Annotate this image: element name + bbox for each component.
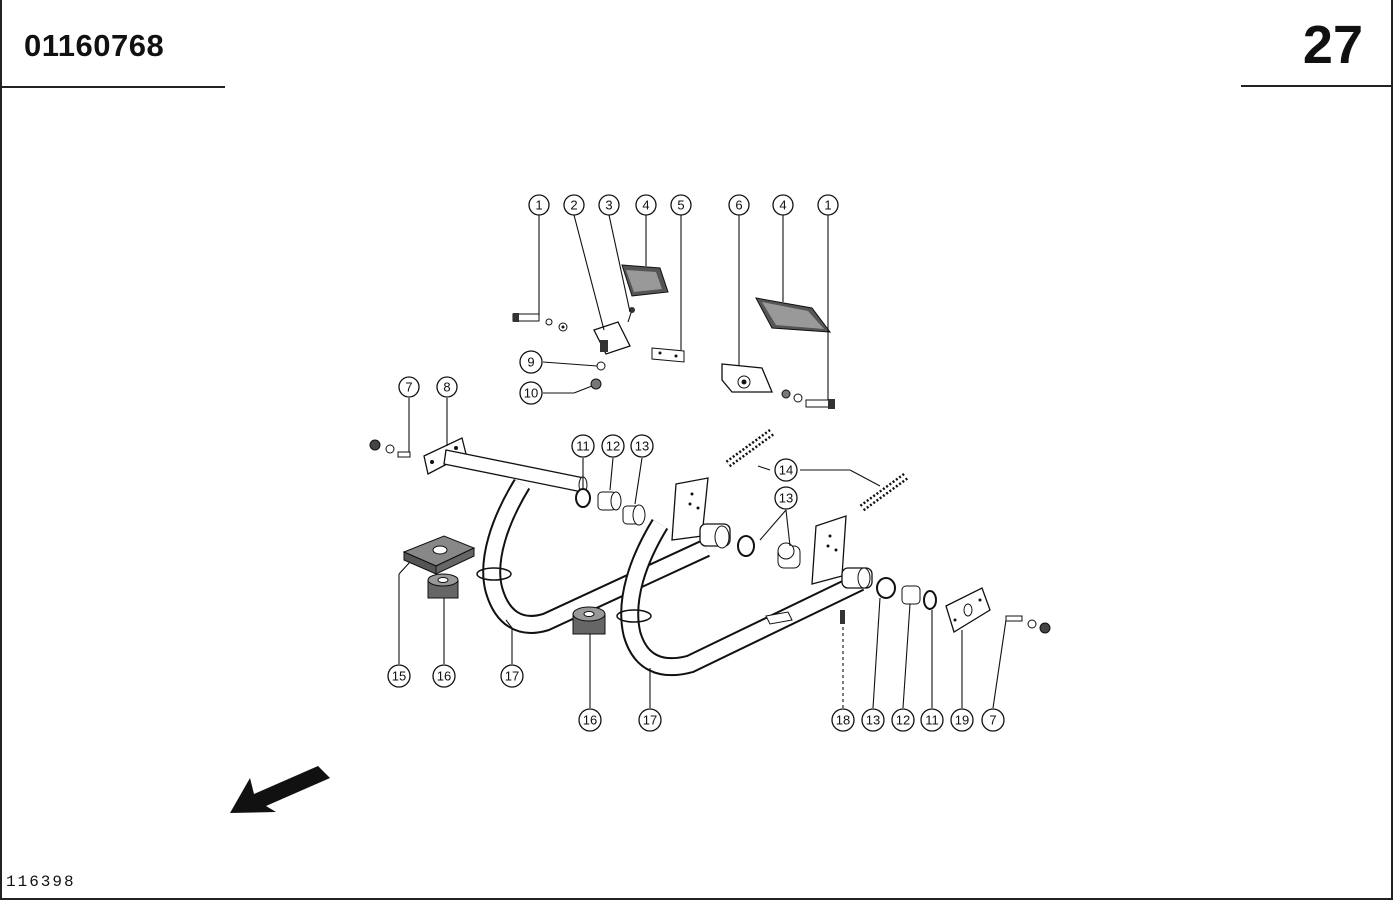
callout-12-right: 12 [891, 708, 915, 732]
svg-text:16: 16 [437, 669, 451, 684]
rubber-block-15 [402, 535, 476, 575]
svg-text:10: 10 [524, 386, 538, 401]
bearing-plate-19 [945, 587, 991, 633]
svg-text:12: 12 [896, 713, 910, 728]
svg-text:12: 12 [606, 439, 620, 454]
pedal-pad-left [621, 264, 669, 297]
svg-text:18: 18 [836, 713, 850, 728]
rubber-bumper-16-right [572, 606, 606, 635]
nut-7-right [1005, 615, 1051, 634]
svg-text:17: 17 [505, 669, 519, 684]
pedal-pad-right [755, 297, 832, 333]
callout-13-left: 13 [630, 434, 654, 458]
callout-4: 4 [635, 194, 657, 216]
svg-text:13: 13 [635, 439, 649, 454]
svg-text:7: 7 [989, 713, 996, 728]
spring-14-lower [859, 472, 909, 512]
callout-15: 15 [387, 664, 411, 688]
grease-nipple-18 [840, 610, 845, 624]
header-rule-right [1241, 85, 1393, 87]
svg-text:4: 4 [779, 198, 786, 213]
callout-10: 10 [519, 381, 543, 405]
callout-19: 19 [950, 708, 974, 732]
spring-14-upper [725, 428, 775, 468]
callout-9: 9 [519, 350, 543, 374]
svg-text:5: 5 [677, 198, 684, 213]
callout-11-left: 11 [571, 434, 595, 458]
header-rule-left [0, 86, 225, 88]
page-number: 27 [1302, 15, 1363, 75]
part-number: 01160768 [24, 28, 165, 63]
bolt-1-left [512, 313, 568, 332]
callout-18: 18 [831, 708, 855, 732]
callout-3: 3 [598, 194, 620, 216]
callout-14: 14 [774, 458, 798, 482]
rubber-bumper-16-left [427, 573, 459, 599]
svg-text:8: 8 [443, 380, 450, 395]
callout-16-right: 16 [578, 708, 602, 732]
direction-arrow-icon [230, 766, 330, 813]
leader-lines [398, 214, 1007, 709]
svg-text:11: 11 [925, 713, 939, 728]
callout-2: 2 [563, 194, 585, 216]
callout-17-right: 17 [638, 708, 662, 732]
svg-text:19: 19 [955, 713, 969, 728]
callout-13-right: 13 [861, 708, 885, 732]
callout-16-left: 16 [432, 664, 456, 688]
svg-text:9: 9 [527, 355, 534, 370]
svg-text:16: 16 [583, 713, 597, 728]
svg-text:15: 15 [392, 669, 406, 684]
bushing-13-middle [737, 535, 801, 569]
callout-12-left: 12 [601, 434, 625, 458]
pedal-arm-17-right [616, 515, 873, 677]
svg-text:1: 1 [824, 198, 831, 213]
svg-text:4: 4 [642, 198, 649, 213]
bolt-1-right [781, 389, 835, 409]
svg-text:7: 7 [405, 380, 412, 395]
bushings-11-12-13-left [575, 488, 646, 526]
callout-13-middle: 13 [774, 486, 798, 510]
washer-9 [596, 361, 606, 371]
callout-11-right: 11 [920, 708, 944, 732]
nut-7-left [369, 439, 411, 458]
svg-text:13: 13 [779, 491, 793, 506]
drawing-number: 116398 [6, 873, 76, 891]
svg-text:1: 1 [535, 198, 542, 213]
callout-4-right: 4 [772, 194, 794, 216]
callout-17-left: 17 [500, 664, 524, 688]
svg-text:14: 14 [779, 463, 793, 478]
callout-1: 1 [528, 194, 550, 216]
screw-3 [627, 307, 635, 323]
svg-text:3: 3 [605, 198, 612, 213]
svg-text:2: 2 [570, 198, 577, 213]
bracket-6 [721, 363, 773, 393]
nut-10 [590, 378, 602, 390]
svg-text:13: 13 [866, 713, 880, 728]
pedal-arm-17-left [476, 477, 731, 634]
callout-6: 6 [728, 194, 750, 216]
callout-1-right: 1 [817, 194, 839, 216]
svg-text:6: 6 [735, 198, 742, 213]
svg-text:17: 17 [643, 713, 657, 728]
plate-5 [651, 347, 685, 363]
svg-text:11: 11 [576, 439, 590, 454]
pedal-plate-2 [593, 321, 631, 355]
callout-8: 8 [436, 376, 458, 398]
bushings-13-12-11-right [876, 577, 937, 610]
callout-7-left: 7 [398, 376, 420, 398]
callout-5: 5 [670, 194, 692, 216]
callout-7-right: 7 [981, 708, 1005, 732]
